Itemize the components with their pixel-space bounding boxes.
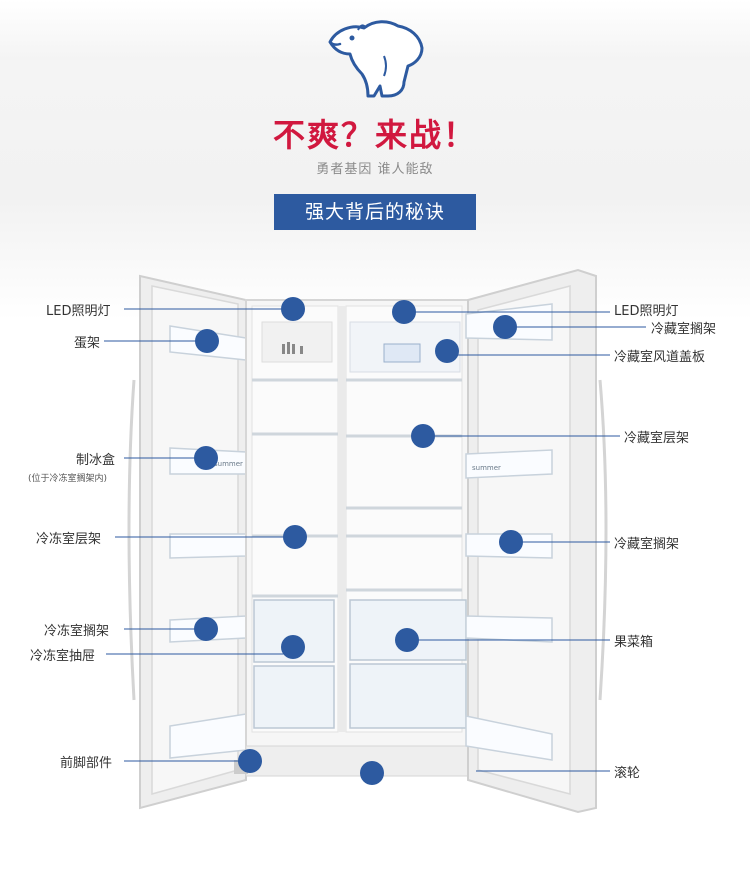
label-freezer-drawer: 冷冻室抽屉 [30,649,96,664]
marker-freezer-door-rack [194,617,218,641]
marker-crisper [395,628,419,652]
marker-freezer-shelf [283,525,307,549]
section-banner: 强大背后的秘诀 [274,194,476,230]
subtitle: 勇者基因 谁人能敌 [316,162,434,177]
label-front-foot: 前脚部件 [60,756,113,771]
label-led-right: LED照明灯 [614,304,679,319]
label-freezer-shelf: 冷冻室层架 [36,532,102,547]
marker-freezer-drawer [281,635,305,659]
label-fridge-door-rack: 冷藏室搁架 [614,537,680,552]
headline: 不爽？来战！ [272,116,477,154]
marker-fridge-door-rack [499,530,523,554]
label-ice-box-note: (位于冷冻室搁架内) [28,474,108,484]
marker-air-duct-cover [435,339,459,363]
polar-bear-icon [328,20,424,98]
marker-front-foot [238,749,262,773]
marker-fridge-door-rack-top [493,315,517,339]
label-fridge-shelf: 冷藏室层架 [624,431,690,446]
marker-led-right [392,300,416,324]
label-air-duct-cover: 冷藏室风道盖板 [614,350,706,365]
door-brand-right: summer [472,464,501,472]
label-crisper: 果菜箱 [614,635,654,650]
label-fridge-door-rack-top: 冷藏室搁架 [651,322,717,337]
label-freezer-door-rack: 冷冻室搁架 [44,624,110,639]
label-egg-rack: 蛋架 [74,336,101,351]
marker-center-foot [360,761,384,785]
label-wheels: 滚轮 [614,766,641,781]
cabinet [234,299,482,777]
marker-led-left [281,297,305,321]
door-brand-left: summer [214,460,243,468]
marker-egg-rack [195,329,219,353]
marker-ice-box [194,446,218,470]
label-ice-box: 制冰盒 [76,453,116,468]
marker-fridge-shelf [411,424,435,448]
left-door: summer [127,274,247,810]
label-led-left: LED照明灯 [46,304,111,319]
right-door: summer [465,268,608,814]
